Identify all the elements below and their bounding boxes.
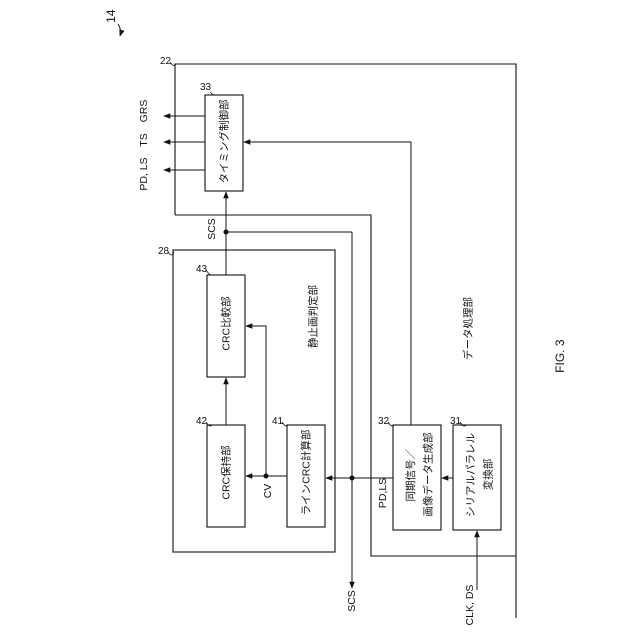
crc-hold-ref: 42 xyxy=(196,416,208,427)
still-image-determination-unit-ref: 28 xyxy=(158,246,170,257)
serial-parallel-label-1: シリアルパラレル xyxy=(465,433,477,517)
sync-image-gen-ref: 32 xyxy=(378,416,390,427)
still-image-determination-unit-label: 静止画判定部 xyxy=(307,285,320,348)
timing-control-ref: 33 xyxy=(200,82,212,93)
cv-label: CV xyxy=(262,484,274,499)
data-processing-unit-ref: 22 xyxy=(160,56,172,67)
sync-image-gen-label-2: 画像データ生成部 xyxy=(422,433,435,517)
figure-number-leader xyxy=(118,24,121,36)
crc-compare-ref: 43 xyxy=(196,264,208,275)
grs-label: GRS xyxy=(138,100,150,123)
clk-ds-label: CLK, DS xyxy=(464,585,476,626)
pd-ls-output-label: PD, LS xyxy=(138,157,150,190)
sync-to-timing-arrow xyxy=(244,142,411,425)
cv-junction-dot xyxy=(264,474,269,479)
scs-junction-dot xyxy=(350,476,355,481)
figure-number: 14 xyxy=(104,9,118,23)
serial-parallel-label-2: 変換部 xyxy=(482,459,495,491)
scs-branch-dot xyxy=(224,230,229,235)
line-crc-calc-label: ラインCRC計算部 xyxy=(300,430,313,516)
crc-hold-label: CRC保持部 xyxy=(220,445,233,499)
pd-ls-input-label: PD,LS xyxy=(377,478,389,508)
timing-control-label: タイミング制御部 xyxy=(218,100,231,184)
cv-to-compare-arrow xyxy=(246,326,266,476)
scs-output-label: SCS xyxy=(346,590,358,612)
line-crc-calc-ref: 41 xyxy=(272,416,284,427)
crc-compare-label: CRC比較部 xyxy=(220,296,233,350)
scs-mid-label: SCS xyxy=(206,218,218,240)
figure-caption: FIG. 3 xyxy=(553,339,567,373)
ts-label: TS xyxy=(138,133,150,146)
data-processing-unit-label: データ処理部 xyxy=(462,297,475,360)
sync-image-gen-label-1: 同期信号／ xyxy=(405,449,417,502)
serial-parallel-ref: 31 xyxy=(450,416,462,427)
